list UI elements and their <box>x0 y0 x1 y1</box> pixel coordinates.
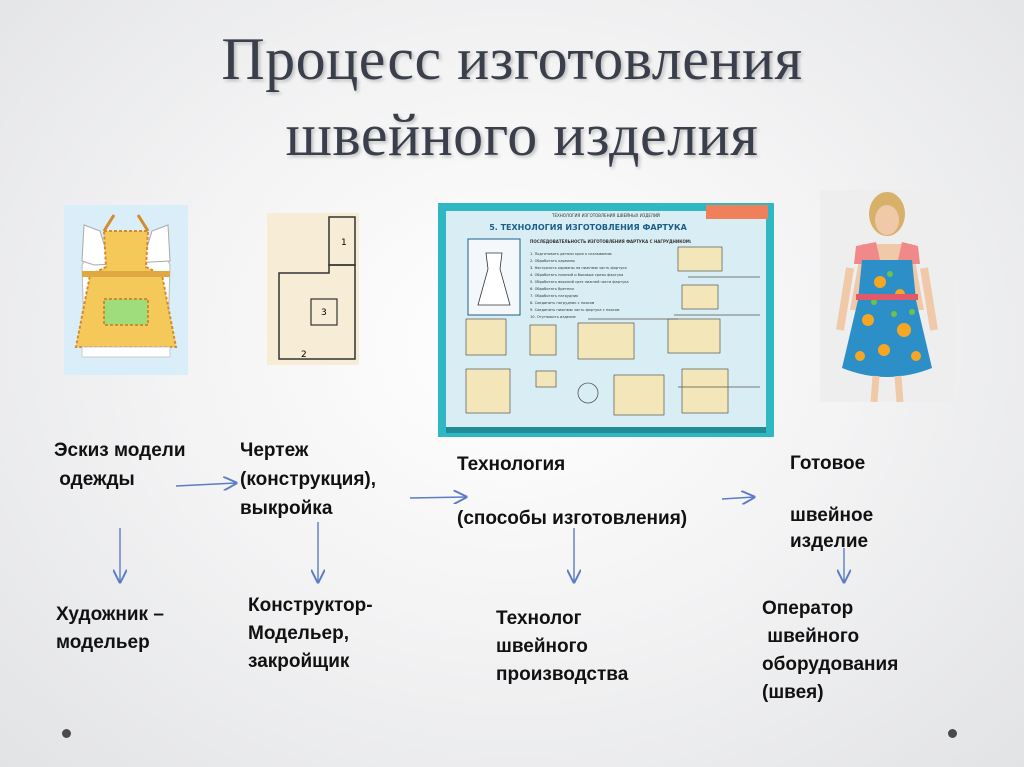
poster-step: 6. Обработать бретели <box>530 287 574 291</box>
poster-step: 8. Соединить нагрудник с поясом <box>530 301 595 305</box>
pattern-number-3: 3 <box>321 308 327 318</box>
poster-step: 1. Подготовить детали кроя к скалыванию <box>530 252 612 256</box>
poster-step: 10. Отутюжить изделие <box>530 315 577 319</box>
role-label-constructor: Конструктор- Модельер, закройщик <box>248 595 373 672</box>
stage-label-draft: Чертеж (конструкция), выкройка <box>240 440 377 519</box>
poster-heading: 5. ТЕХНОЛОГИЯ ИЗГОТОВЛЕНИЯ ФАРТУКА <box>489 223 687 232</box>
technology-poster-image: ТЕХНОЛОГИЯ ИЗГОТОВЛЕНИЯ ШВЕЙНЫХ ИЗДЕЛИЙ … <box>438 203 774 437</box>
corner-dot <box>62 729 71 738</box>
corner-dot <box>948 729 957 738</box>
apron-sketch-image <box>64 205 188 375</box>
role-label-artist: Художник – модельер <box>56 604 164 653</box>
role-label-operator: Оператор швейного оборудования (швея) <box>762 598 899 703</box>
poster-step: 2. Обработать карманы <box>530 259 575 263</box>
pattern-number-1: 1 <box>341 238 347 248</box>
role-label-technologist: Технолог швейного производства <box>496 608 629 685</box>
poster-subheading: ПОСЛЕДОВАТЕЛЬНОСТЬ ИЗГОТОВЛЕНИЯ ФАРТУКА … <box>530 239 692 244</box>
poster-step: 5. Обработать верхний срез нижней части … <box>530 280 629 284</box>
stage-label-finished-product: Готовое швейное изделие <box>790 453 874 552</box>
arrow-draft-to-technology <box>409 497 466 498</box>
stage-label-technology: Технология (способы изготовления) <box>457 454 688 529</box>
page-title-line-1: Процесс изготовления <box>221 26 803 92</box>
finished-apron-photo <box>820 190 954 402</box>
page-title-line-2: швейного изделия <box>285 102 759 168</box>
arrow-technology-to-product <box>721 497 754 499</box>
arrow-sketch-to-draft <box>175 483 236 486</box>
poster-step: 9. Соединить нижнюю часть фартука с пояс… <box>530 308 620 312</box>
stage-label-sketch: Эскиз модели одежды <box>54 440 186 490</box>
poster-step: 4. Обработать нижний и боковые срезы фар… <box>530 273 623 277</box>
pattern-number-2: 2 <box>301 350 307 360</box>
pattern-draft-image: 1 3 2 <box>267 213 359 365</box>
poster-kicker: ТЕХНОЛОГИЯ ИЗГОТОВЛЕНИЯ ШВЕЙНЫХ ИЗДЕЛИЙ <box>551 213 660 218</box>
poster-step: 7. Обработать нагрудник <box>530 294 579 298</box>
poster-step: 3. Настрочить карманы на нижнюю часть фа… <box>530 266 627 270</box>
